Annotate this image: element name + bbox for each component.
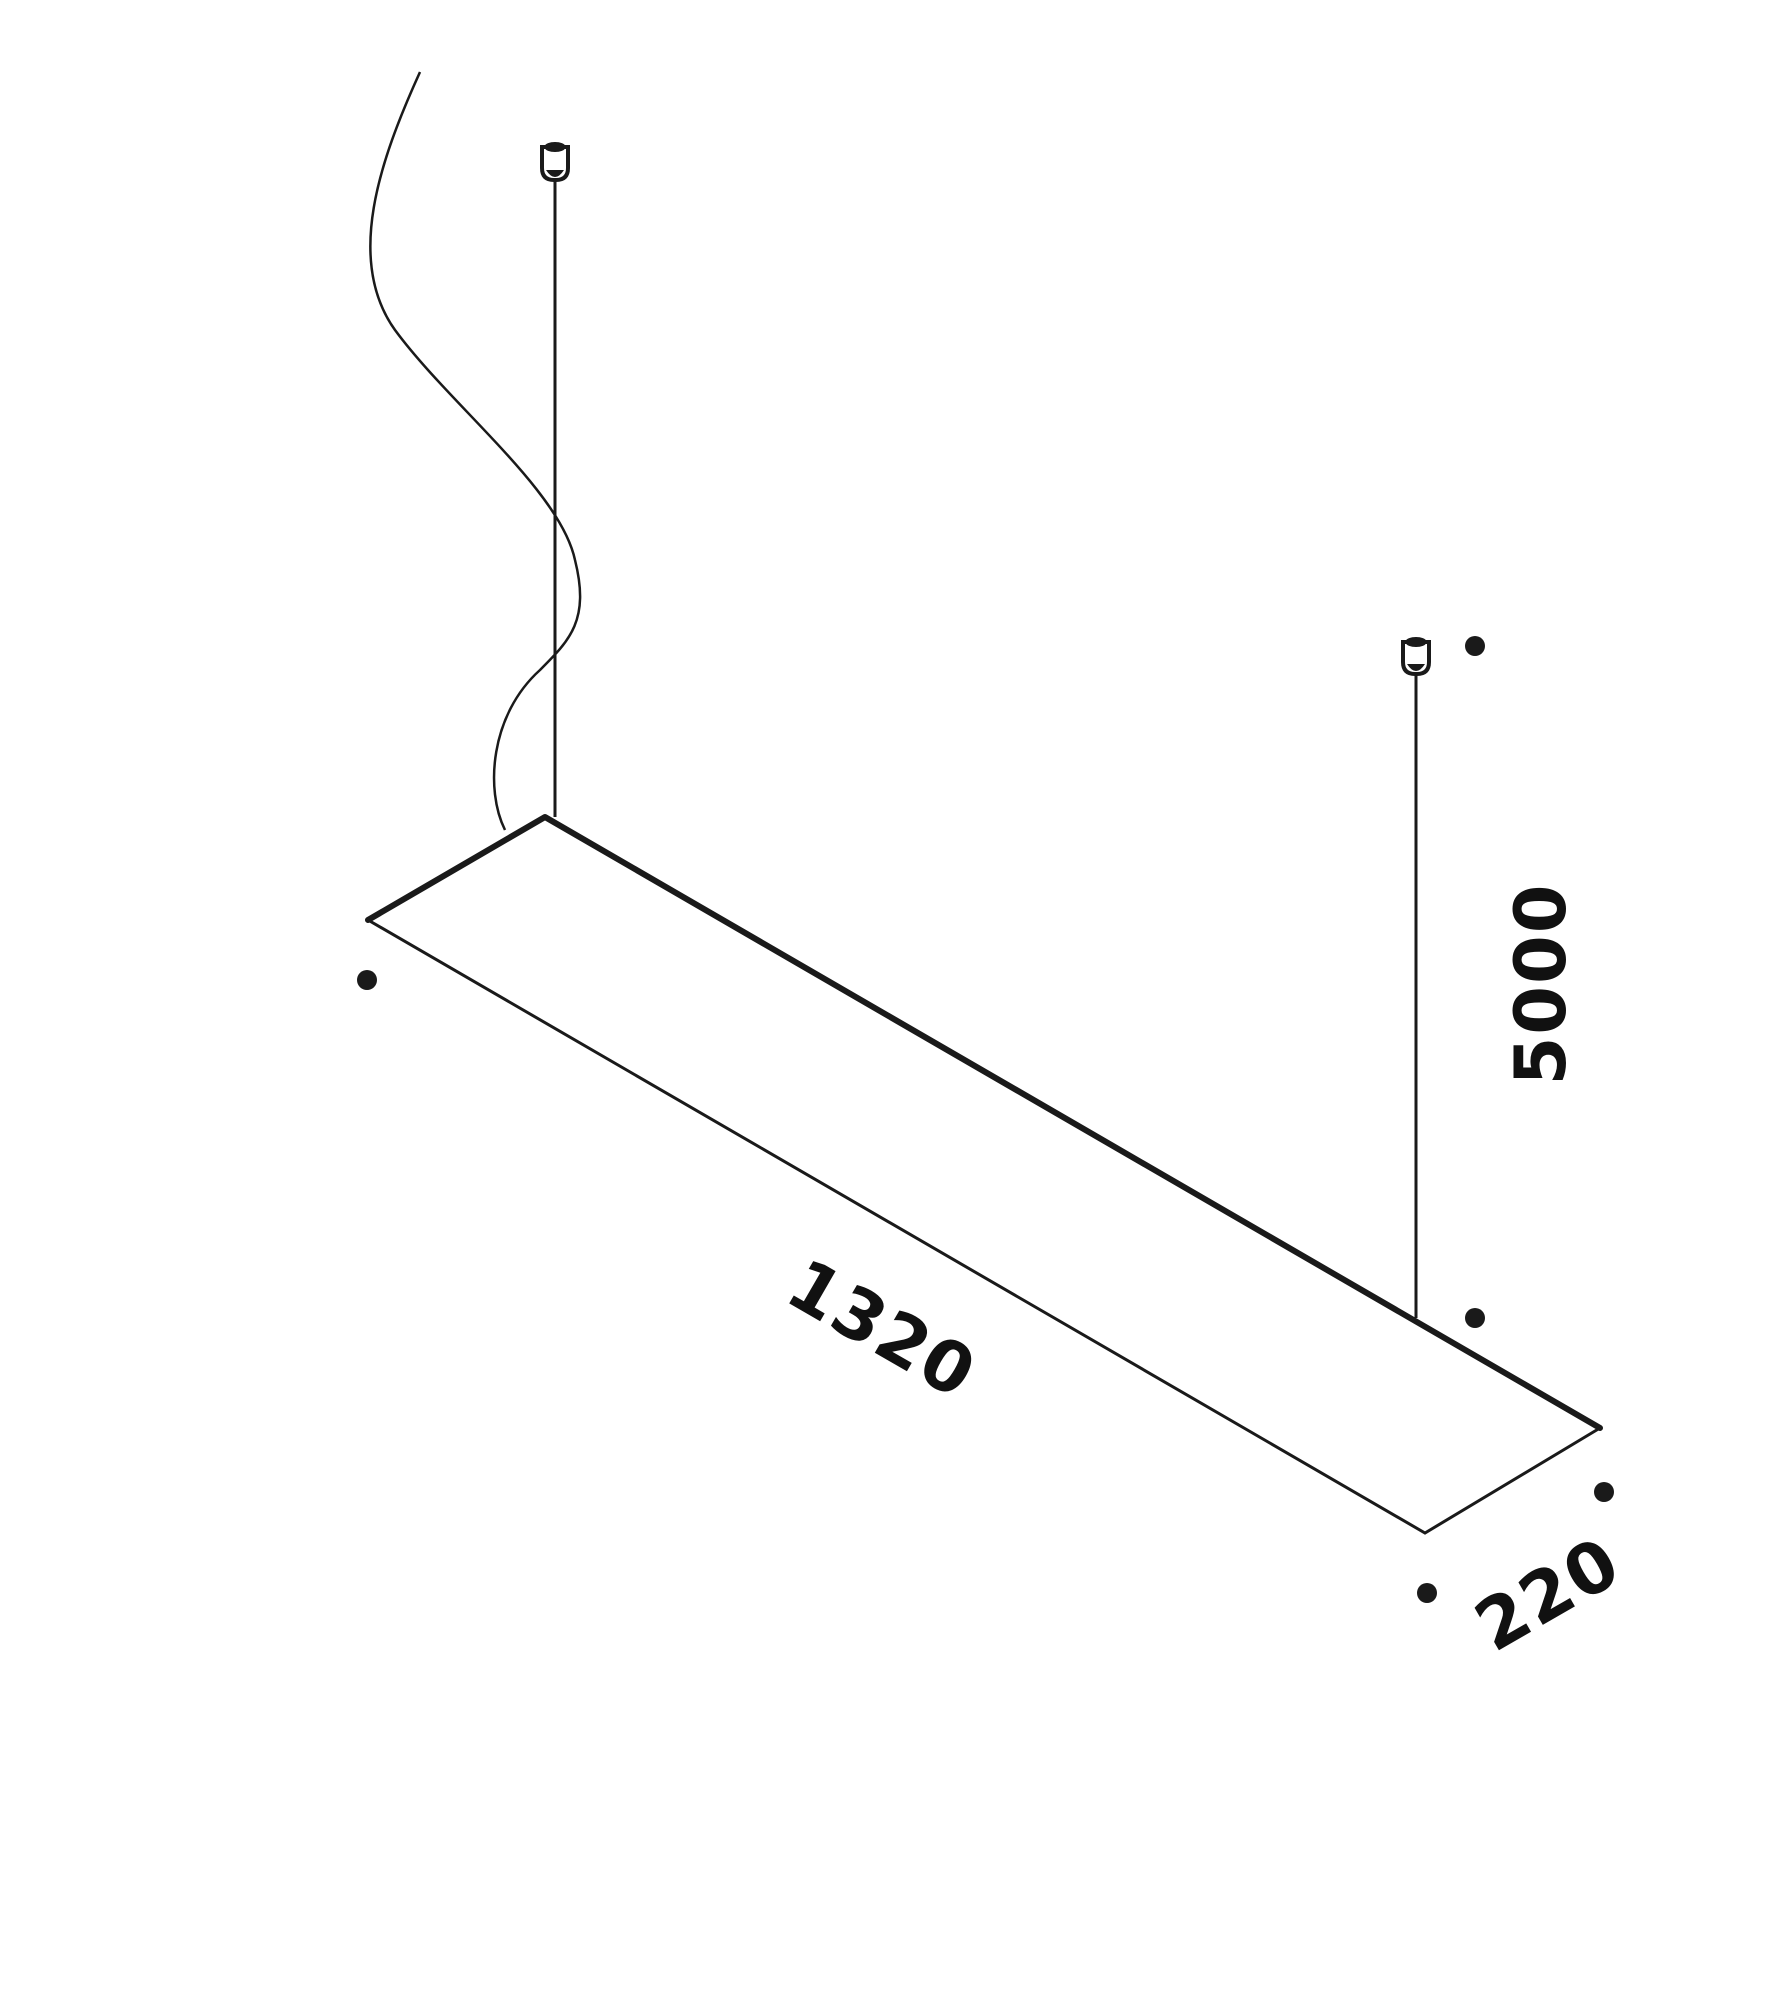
power-cable [369,71,582,831]
dimension-marker-height-top [1465,636,1485,656]
width-dimension-label: 220 [1462,1521,1635,1668]
length-dimension-label: 1320 [774,1243,991,1415]
dimension-marker-width-right [1594,1482,1614,1502]
luminaire-panel-bottom-edge [367,918,1601,1535]
suspension-height-dimension-label: 5000 [1500,883,1582,1086]
dimension-marker-height-bottom [1465,1308,1485,1328]
dimension-marker-width-left [1417,1583,1437,1603]
right-ceiling-anchor [1401,637,1431,676]
luminaire-panel-face [368,817,1600,1533]
left-ceiling-anchor [540,142,570,182]
luminaire-panel-top-edge [365,814,1603,1431]
dimension-marker-length-start [357,970,377,990]
